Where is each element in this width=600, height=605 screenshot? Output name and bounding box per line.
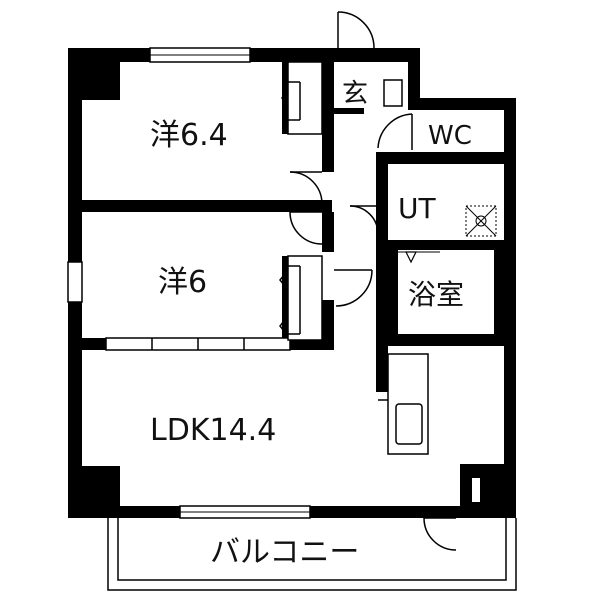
doors xyxy=(289,11,457,551)
room-label-balcony: バルコニー xyxy=(210,535,359,570)
room-label-bathroom: 浴室 xyxy=(408,278,464,311)
kitchen-counter xyxy=(378,353,429,455)
room-label-western-b: 洋6 xyxy=(158,265,207,300)
bath-step-marker xyxy=(405,251,417,264)
windows xyxy=(67,47,311,519)
balcony-outline xyxy=(107,518,517,591)
column-notch xyxy=(472,478,480,502)
room-label-entrance: 玄 xyxy=(342,79,368,109)
room-label-wc: WC xyxy=(428,121,472,151)
interior-walls xyxy=(82,62,516,392)
room-label-western-a: 洋6.4 xyxy=(150,118,228,153)
closet-sliding-doors xyxy=(105,61,323,351)
room-label-ldk: LDK14.4 xyxy=(150,413,276,448)
washer-pan-icon xyxy=(465,205,497,237)
room-label-utility: UT xyxy=(398,192,436,225)
